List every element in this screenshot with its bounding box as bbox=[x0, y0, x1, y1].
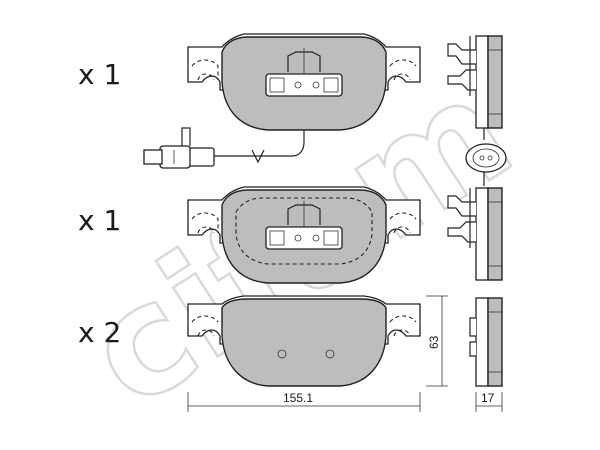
pad-front-view-3 bbox=[187, 295, 421, 387]
dimension-width: 155.1 bbox=[187, 391, 421, 412]
width-value: 155.1 bbox=[283, 391, 313, 405]
dimension-thickness: 17 bbox=[475, 391, 503, 412]
dimension-height: 63 bbox=[426, 295, 448, 387]
height-value: 63 bbox=[427, 335, 441, 349]
quantity-label-row-2: x 1 bbox=[78, 204, 121, 237]
pad-side-view-1 bbox=[447, 35, 507, 186]
friction-material-3 bbox=[221, 298, 387, 387]
pad-front-view-1 bbox=[143, 33, 421, 169]
pad-front-view-2 bbox=[187, 186, 421, 284]
pad-side-view-3 bbox=[469, 297, 503, 387]
quantity-label-row-3: x 2 bbox=[78, 316, 121, 349]
quantity-label-row-1: x 1 bbox=[78, 58, 121, 91]
thickness-value: 17 bbox=[481, 391, 495, 405]
pad-side-view-2 bbox=[447, 187, 503, 281]
